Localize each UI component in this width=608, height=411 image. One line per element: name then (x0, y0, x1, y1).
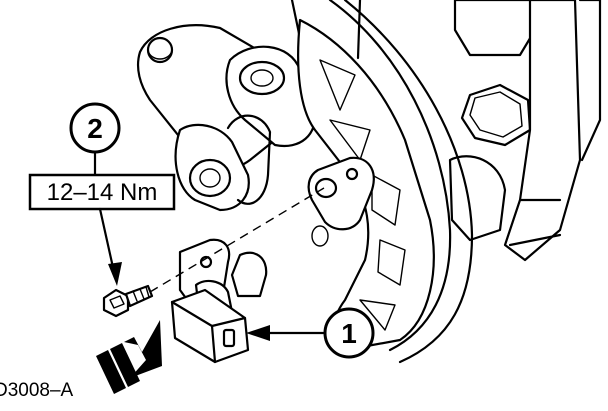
callout-1: 1 (246, 307, 375, 359)
figure-code: D3008–A (0, 380, 74, 401)
alignment-dashed-line (149, 187, 325, 293)
sensor-bolt (102, 284, 154, 318)
callout-1-number: 1 (341, 318, 357, 349)
engine-front-cover (136, 0, 474, 364)
callout-2-leader (98, 207, 122, 286)
callout-2: 2 (69, 102, 121, 177)
callout-2-number: 2 (87, 113, 103, 144)
accessory-bracket (448, 0, 602, 262)
camshaft-position-sensor (170, 238, 250, 364)
torque-spec-label: 12–14 Nm (47, 179, 158, 206)
torque-spec-box: 12–14 Nm (28, 173, 176, 211)
view-direction-arrow (96, 320, 162, 394)
